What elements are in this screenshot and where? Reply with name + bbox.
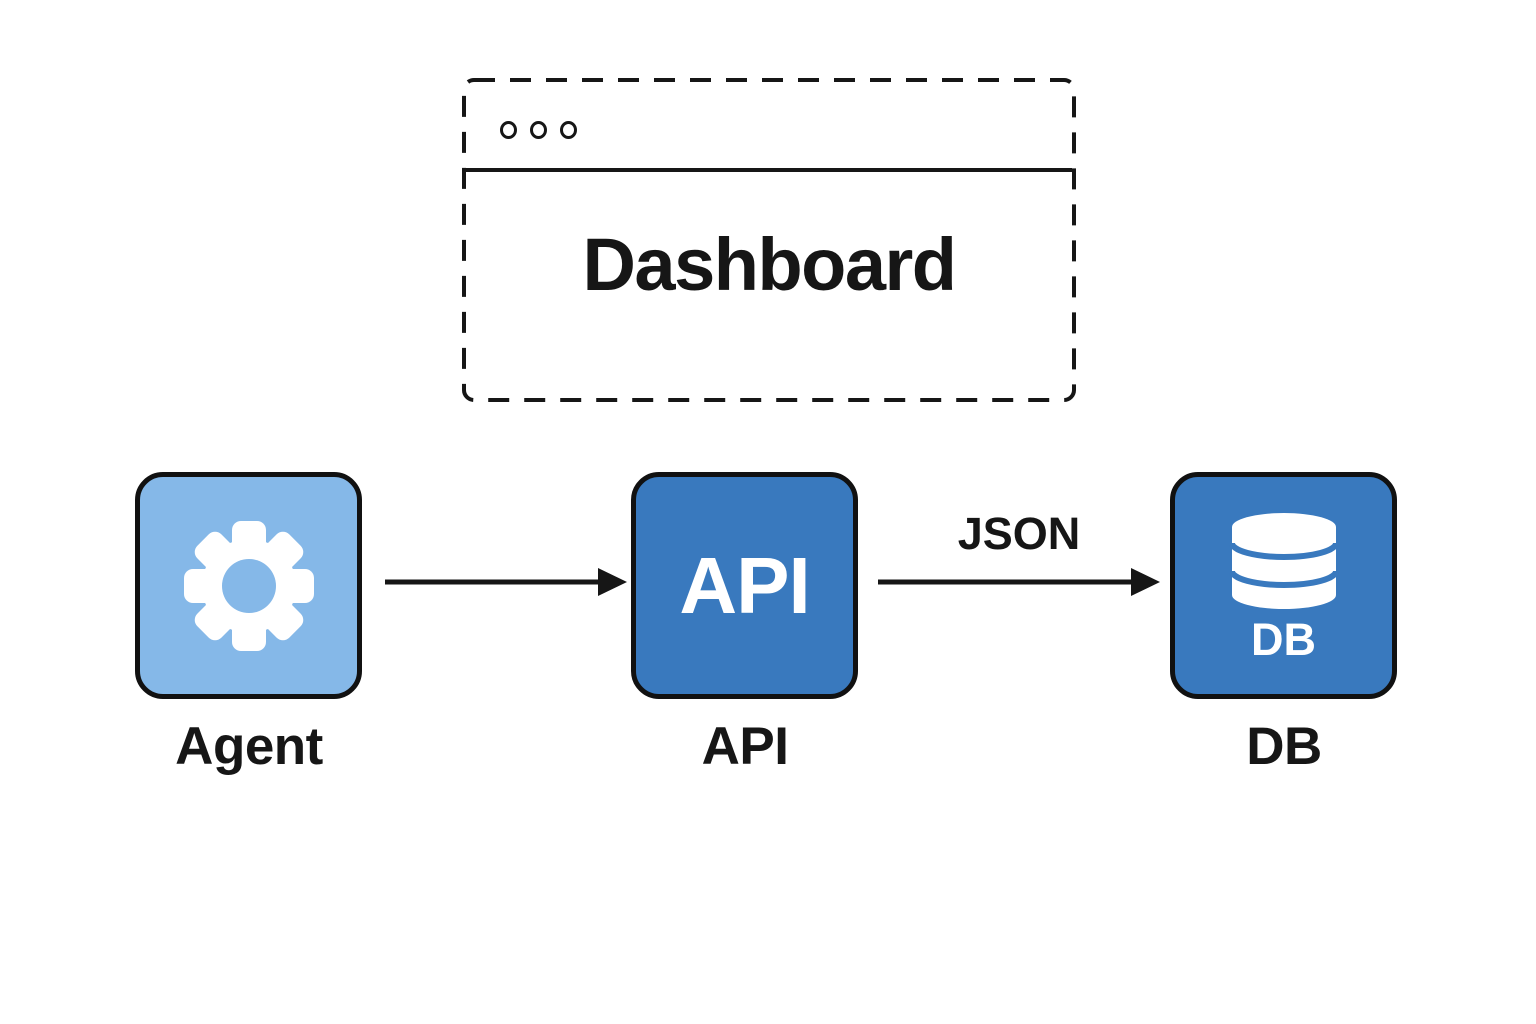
- arrow-agent-to-api: [385, 568, 627, 596]
- arrow-api-to-db: [878, 568, 1160, 596]
- node-db: DB: [1170, 472, 1397, 699]
- window-titlebar: [466, 82, 1072, 172]
- dashboard-window: Dashboard: [462, 78, 1076, 402]
- node-label-db: DB: [1246, 717, 1322, 776]
- window-body: Dashboard: [466, 162, 1072, 398]
- node-agent: [135, 472, 362, 699]
- database-icon: [1228, 513, 1339, 609]
- node-api-text: API: [679, 540, 810, 630]
- window-title: Dashboard: [582, 222, 957, 306]
- node-label-api: API: [701, 717, 789, 776]
- window-dot-icon: [500, 121, 517, 139]
- node-db-text: DB: [1251, 614, 1316, 665]
- window-dot-icon: [560, 121, 577, 139]
- gear-icon: [183, 520, 314, 651]
- dashed-window-border: [462, 78, 1076, 402]
- node-label-agent: Agent: [175, 717, 323, 776]
- edge-label-json: JSON: [957, 508, 1081, 559]
- window-dot-icon: [530, 121, 547, 139]
- node-api: API: [631, 472, 858, 699]
